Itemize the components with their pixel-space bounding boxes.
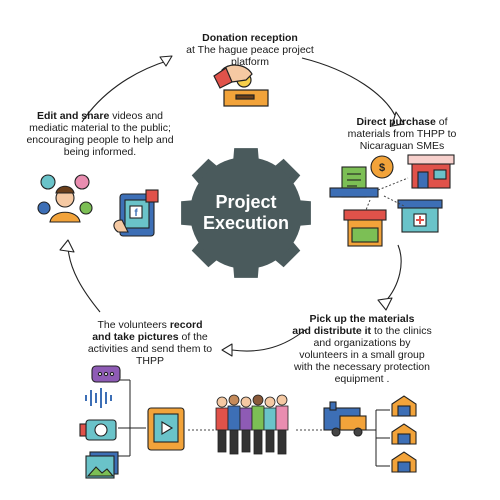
gear-title-line2: Execution xyxy=(203,213,289,233)
donation-icon xyxy=(213,64,269,107)
clinic-icon xyxy=(397,199,443,233)
mobile-video-icon xyxy=(147,407,185,451)
social-phone-icon: f xyxy=(113,189,159,237)
arrow-purchase-to-pickup xyxy=(384,244,402,303)
chat-icon xyxy=(91,365,121,383)
arrow-donation-to-purchase xyxy=(301,57,399,123)
gear-body xyxy=(190,157,302,269)
step-share-text: Edit and share videos and mediatic mater… xyxy=(26,110,174,158)
camera-icon xyxy=(79,419,117,441)
arrow-pickup-to-record xyxy=(231,329,306,352)
gear-title-line1: Project xyxy=(215,192,276,212)
purchase-icon: $ xyxy=(329,155,394,198)
influencer-icon xyxy=(37,174,93,223)
gallery-icon xyxy=(85,451,119,479)
store-icon xyxy=(343,209,387,247)
warehouse-icon xyxy=(391,395,417,473)
svg-text:$: $ xyxy=(379,162,385,174)
people-icon xyxy=(215,394,289,455)
warehouse-tree xyxy=(366,409,390,467)
arrow-share-to-donation xyxy=(81,59,171,123)
arrowhead-1 xyxy=(391,111,405,127)
arrow-record-to-share xyxy=(67,247,101,313)
purchase-connectors xyxy=(365,177,409,211)
arrowhead-5 xyxy=(159,55,173,67)
arrowhead-3 xyxy=(221,343,233,357)
truck-icon xyxy=(323,401,367,437)
arrowhead-4 xyxy=(59,239,75,253)
gear-shape xyxy=(181,148,311,278)
arrowhead-2 xyxy=(377,297,393,311)
shop-icon xyxy=(407,154,455,189)
svg-text:f: f xyxy=(134,208,138,219)
audio-wave-icon xyxy=(85,388,112,408)
record-tree xyxy=(118,379,146,457)
